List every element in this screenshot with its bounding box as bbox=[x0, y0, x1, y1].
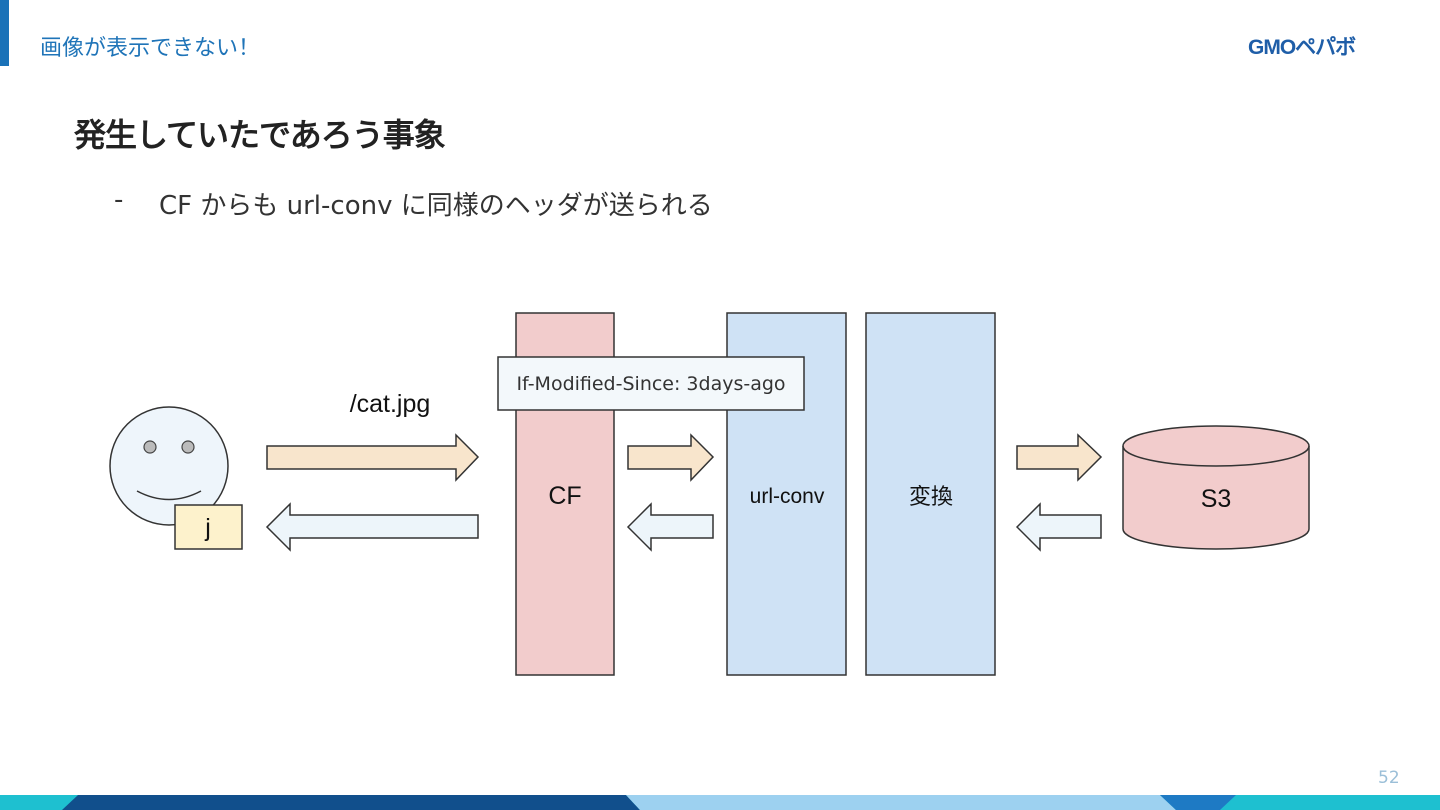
header-accent-bar bbox=[0, 0, 9, 66]
request-arrow-user-to-cf bbox=[266, 433, 480, 482]
request-label: /cat.jpg bbox=[350, 390, 431, 418]
page-number: 52 bbox=[1378, 768, 1400, 788]
s3-node: S3 bbox=[1122, 425, 1310, 550]
header-title: 画像が表示できない！ bbox=[40, 36, 261, 61]
transform-node: 変換 bbox=[865, 312, 996, 676]
user-badge-label: j bbox=[204, 514, 211, 542]
slide-title: 発生していたであろう事象 bbox=[74, 116, 446, 154]
gmo-pepabo-logo: GMOペパボ bbox=[1248, 36, 1357, 58]
response-arrow-cf-to-user bbox=[265, 502, 479, 552]
header-callout-label: If-Modified-Since: 3days-ago bbox=[516, 373, 785, 395]
logo-text: GMOペパボ bbox=[1248, 36, 1356, 58]
response-arrow-urlconv-to-cf bbox=[626, 502, 714, 552]
smiley-face-icon bbox=[109, 406, 229, 526]
user-face bbox=[109, 406, 229, 526]
header-callout: If-Modified-Since: 3days-ago bbox=[497, 356, 805, 411]
transform-label: 変換 bbox=[909, 485, 953, 510]
right-eye bbox=[181, 440, 195, 454]
left-eye bbox=[143, 440, 157, 454]
user-badge: j bbox=[174, 504, 243, 550]
bullet-text: CF からも url-conv に同様のヘッダが送られる bbox=[159, 191, 713, 221]
request-arrow-transform-to-s3 bbox=[1016, 433, 1103, 482]
smile-mouth bbox=[136, 490, 202, 501]
request-arrow-cf-to-urlconv bbox=[627, 433, 715, 482]
footer-band bbox=[0, 795, 1440, 810]
urlconv-label: url-conv bbox=[750, 485, 825, 508]
s3-label: S3 bbox=[1201, 485, 1232, 513]
response-arrow-s3-to-transform bbox=[1015, 502, 1102, 552]
cf-label: CF bbox=[548, 482, 581, 510]
bullet-dash: - bbox=[114, 185, 124, 215]
